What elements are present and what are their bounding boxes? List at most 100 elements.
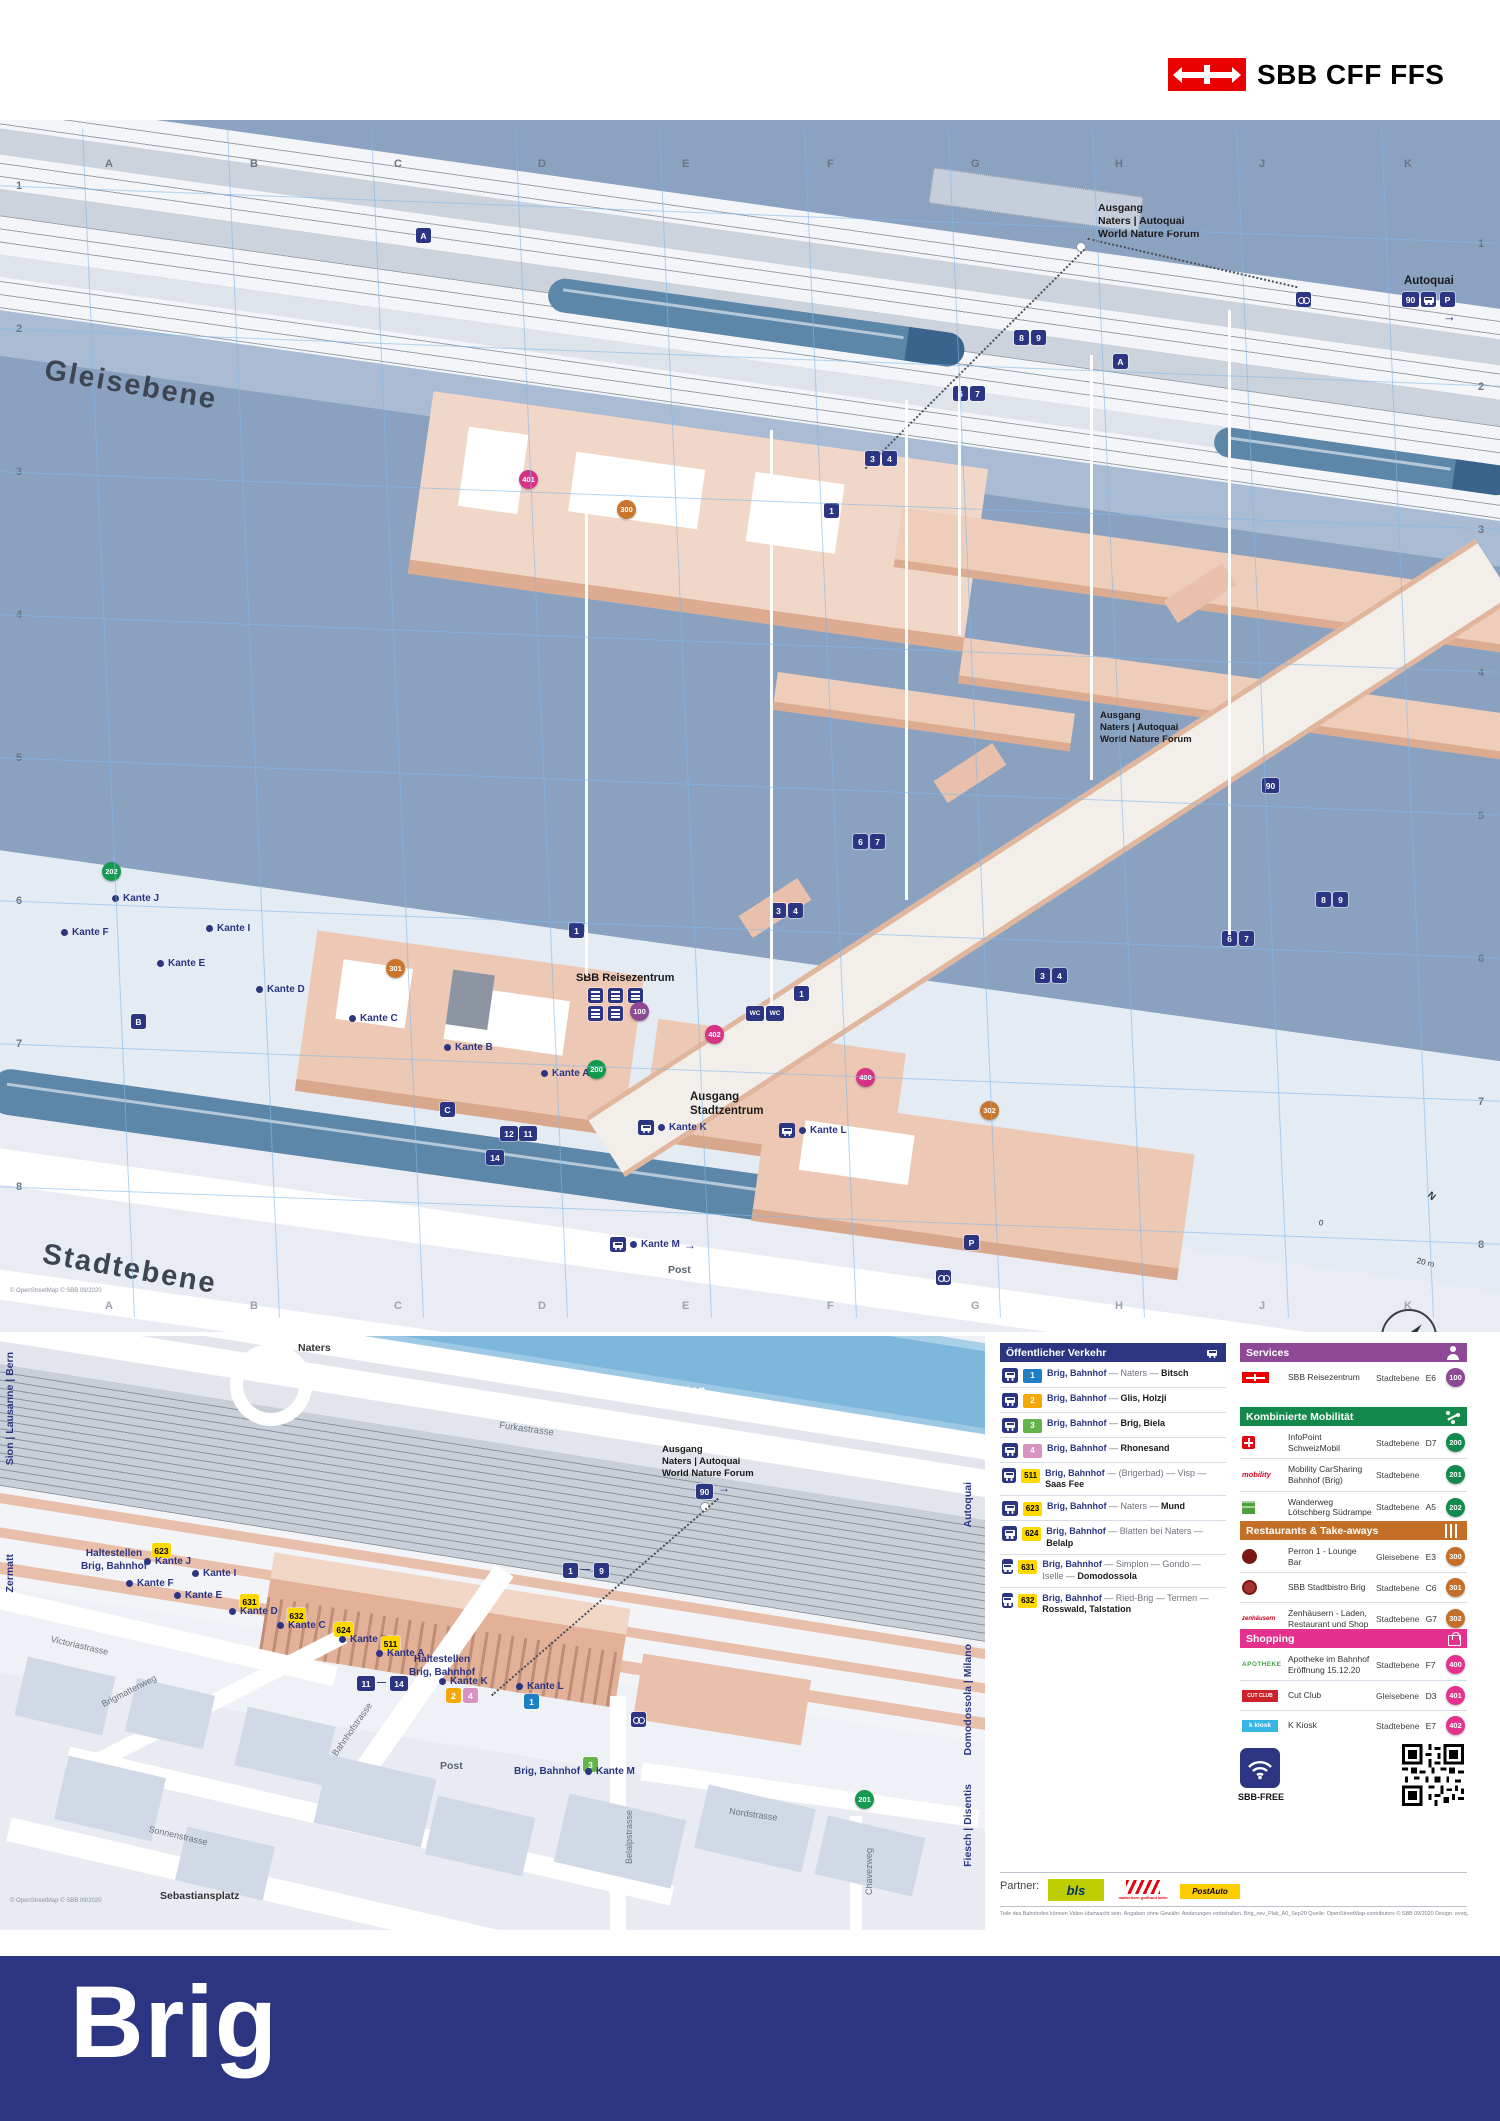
route-description: Brig, Bahnhof — Brig, Biela xyxy=(1047,1417,1166,1428)
poi-grid-coord: E3 xyxy=(1425,1551,1436,1562)
poi-name: Apotheke im Bahnhof Eröffnung 15.12.20 xyxy=(1288,1654,1370,1675)
bus-icon xyxy=(1002,1417,1018,1433)
wifi-icon xyxy=(1240,1748,1280,1788)
bus-icon xyxy=(1002,1367,1018,1383)
sbb-logo: SBB CFF FFS xyxy=(1168,58,1445,91)
roundabout xyxy=(230,1344,312,1426)
route-description: Brig, Bahnhof — Naters — Mund xyxy=(1047,1500,1186,1511)
panel-title: Öffentlicher Verkehr xyxy=(1006,1346,1107,1359)
kiosk-structure xyxy=(445,969,495,1030)
fine-print: Teile des Bahnhofes können Video-überwac… xyxy=(1000,1911,1470,1917)
route-number-badge: 624 xyxy=(1022,1526,1042,1541)
poi-grid-coord: D3 xyxy=(1425,1690,1437,1701)
divider xyxy=(1000,1872,1467,1873)
bus-icon xyxy=(1002,1500,1018,1516)
route-description: Brig, Bahnhof — Blatten bei Naters — Bel… xyxy=(1046,1525,1203,1548)
route-number-badge: 4 xyxy=(1023,1443,1042,1458)
qr-code xyxy=(1402,1744,1464,1806)
panel-mobility: Kombinierte Mobilität InfoPoint SchweizM… xyxy=(1240,1407,1467,1523)
poi-name: Zenhäusern - Laden, Restaurant und Shop xyxy=(1288,1608,1369,1629)
poi-level: Stadtebene xyxy=(1375,1659,1420,1670)
partner-label: Partner: xyxy=(1000,1880,1040,1892)
bus-icon xyxy=(1002,1592,1014,1608)
kkiosk-icon: k kiosk xyxy=(1242,1719,1284,1732)
poi-level: Stadtebene xyxy=(1375,1502,1420,1513)
route-row: 4 Brig, Bahnhof — Rhonesand xyxy=(1000,1437,1226,1462)
panel-title: Shopping xyxy=(1246,1632,1295,1645)
mobility-network-icon xyxy=(1445,1410,1461,1424)
route-row: 2 Brig, Bahnhof — Glis, Holzji xyxy=(1000,1387,1226,1412)
shopping-rows: APOTHEKE Apotheke im Bahnhof Eröffnung 15… xyxy=(1240,1648,1467,1740)
poi-grid-coord: G7 xyxy=(1425,1613,1437,1624)
route-number-badge: 511 xyxy=(1021,1468,1041,1483)
poi-grid-coord: D7 xyxy=(1425,1437,1437,1448)
poi-number-badge: 400 xyxy=(1446,1655,1465,1675)
panel-title: Services xyxy=(1246,1346,1290,1359)
panel-shopping-header: Shopping xyxy=(1240,1629,1467,1648)
divider xyxy=(1000,1906,1467,1907)
panel-services-header: Services xyxy=(1240,1343,1467,1362)
poi-name: Wanderweg Lötschberg Südrampe xyxy=(1288,1496,1372,1518)
route-description: Brig, Bahnhof — Naters — Bitsch xyxy=(1047,1367,1189,1378)
poi-grid-coord: A5 xyxy=(1425,1502,1436,1513)
station-isometric-map xyxy=(0,120,1500,1332)
poi-number-badge: 202 xyxy=(1446,1497,1465,1517)
route-row: 1 Brig, Bahnhof — Naters — Bitsch xyxy=(1000,1363,1226,1387)
poi-name: Mobility CarSharing Bahnhof (Brig) xyxy=(1288,1464,1363,1485)
poi-level: Stadtebene xyxy=(1375,1437,1420,1448)
panel-public-transport-header: Öffentlicher Verkehr xyxy=(1000,1343,1226,1362)
panel-title: Restaurants & Take-aways xyxy=(1246,1524,1379,1537)
poi-level: Gleisebene xyxy=(1375,1551,1419,1562)
poi-number-badge: 402 xyxy=(1446,1716,1465,1736)
shopping-bag-icon xyxy=(1448,1632,1461,1646)
route-description: Brig, Bahnhof — Glis, Holzji xyxy=(1047,1392,1167,1403)
city-map xyxy=(0,1336,985,1930)
bus-icon xyxy=(1204,1346,1220,1360)
poi-level: Gleisebene xyxy=(1375,1690,1419,1701)
poi-name: Cut Club xyxy=(1288,1690,1322,1701)
panel-shopping: Shopping APOTHEKE Apotheke im Bahnhof Erö… xyxy=(1240,1629,1467,1741)
poi-grid-coord: F7 xyxy=(1425,1659,1436,1670)
apotheke-icon: APOTHEKE xyxy=(1242,1661,1282,1669)
bls-logo: bls xyxy=(1048,1879,1104,1901)
bus-icon xyxy=(1002,1467,1017,1483)
poi-level: Stadtebene xyxy=(1375,1469,1420,1480)
wifi-label: SBB-FREE xyxy=(1238,1792,1285,1802)
perron1-icon xyxy=(1242,1549,1284,1565)
bus-icon xyxy=(1002,1392,1018,1408)
route-description: Brig, Bahnhof — Ried-Brig — Termen — Ros… xyxy=(1042,1592,1209,1615)
mgb-stripes-icon xyxy=(1126,1879,1160,1894)
poi-name: K Kiosk xyxy=(1288,1720,1317,1731)
matterhorn-gotthard-bahn-logo: matterhorn gotthard bahn xyxy=(1116,1876,1170,1903)
panel-title: Kombinierte Mobilität xyxy=(1246,1410,1354,1423)
poi-level: Stadtebene xyxy=(1375,1372,1420,1383)
route-number-badge: 632 xyxy=(1018,1593,1038,1608)
route-number-badge: 631 xyxy=(1018,1560,1038,1575)
route-number-badge: 1 xyxy=(1023,1368,1042,1383)
poi-name: Perron 1 - Lounge Bar xyxy=(1288,1546,1357,1567)
bus-icon xyxy=(1002,1525,1018,1541)
bus-icon xyxy=(1002,1442,1018,1458)
panel-mobility-header: Kombinierte Mobilität xyxy=(1240,1407,1467,1426)
sbb-logo-text: SBB CFF FFS xyxy=(1257,58,1445,90)
schweizmobil-icon xyxy=(1242,1436,1284,1450)
footer-bar: Brig xyxy=(0,1956,1500,2121)
postauto-logo: PostAuto xyxy=(1180,1884,1240,1899)
sbb-flag-icon xyxy=(1242,1372,1284,1383)
poi-level: Stadtebene xyxy=(1375,1582,1420,1593)
route-description: Brig, Bahnhof — Rhonesand xyxy=(1047,1442,1170,1453)
route-number-badge: 2 xyxy=(1023,1393,1042,1408)
panel-restaurants: Restaurants & Take-aways Perron 1 - Loun… xyxy=(1240,1521,1467,1635)
